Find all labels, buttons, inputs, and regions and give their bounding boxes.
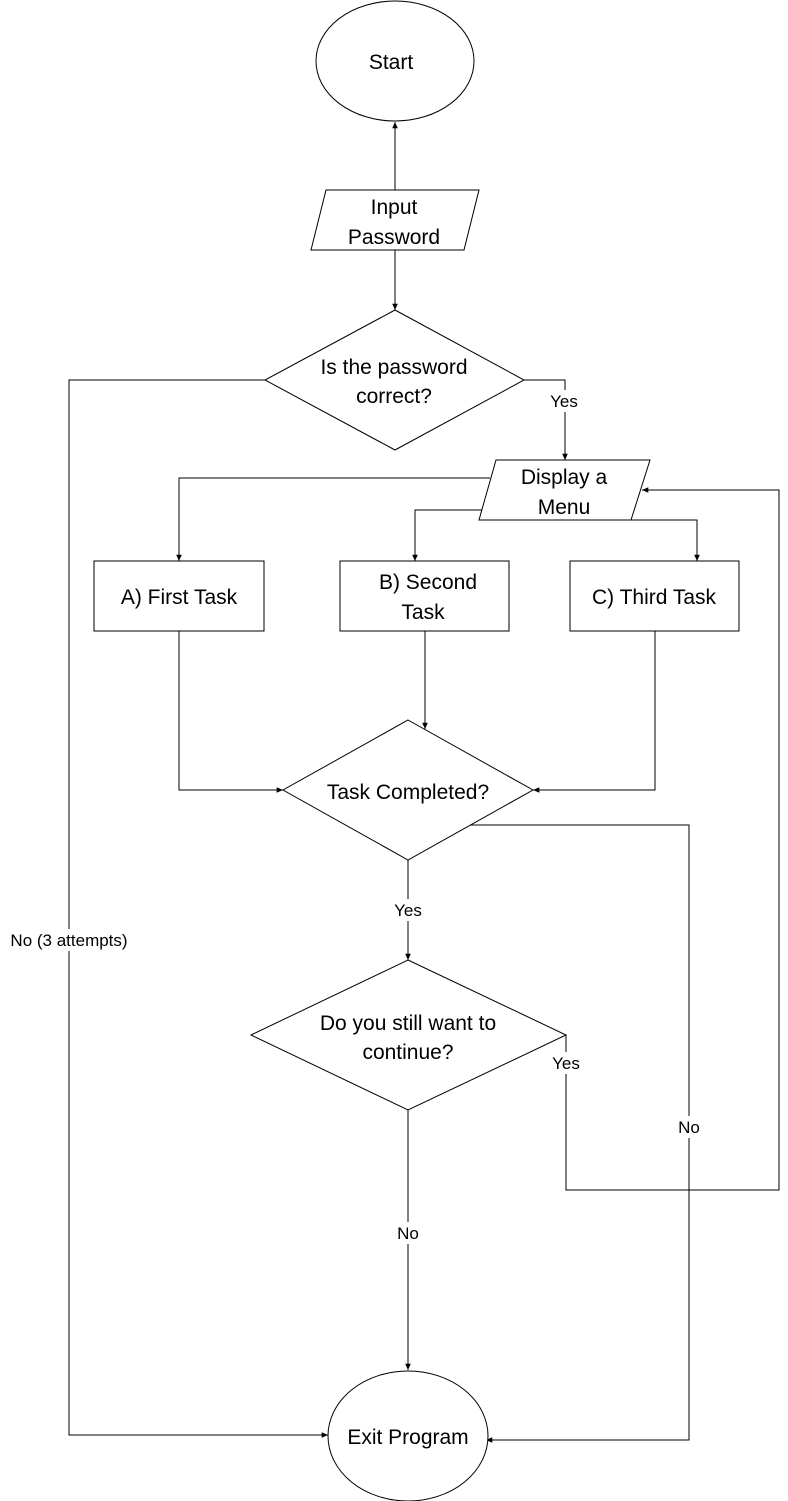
start-label: Start	[369, 51, 414, 74]
edge-completed-no-to-exit	[470, 824, 690, 1443]
task-c-label: C) Third Task	[592, 586, 717, 609]
nodes	[93, 0, 740, 1501]
continue-check-decision	[249, 959, 568, 1111]
display-menu-label-line-2: Menu	[538, 496, 591, 519]
completed-yes-label-bg	[388, 899, 428, 921]
node-texts: Start Input Password Is the password cor…	[121, 51, 717, 1449]
task-b-label-line-1: B) Second	[379, 571, 477, 594]
display-menu-parallelogram	[478, 459, 651, 521]
password-check-label-line-1: Is the password	[320, 356, 467, 379]
password-no-label: No (3 attempts)	[10, 931, 127, 950]
start-terminator	[315, 0, 475, 122]
task-c-process	[569, 560, 740, 632]
task-b-label-line-2: Task	[401, 601, 445, 624]
completed-yes-label: Yes	[394, 901, 422, 920]
task-completed-decision	[281, 719, 535, 861]
edge-task-a-to-completed	[178, 631, 283, 793]
edge-password-yes-to-menu	[524, 379, 568, 460]
input-password-parallelogram	[310, 189, 480, 251]
completed-no-label-bg	[673, 1116, 705, 1138]
input-password-label-line-2: Password	[348, 226, 440, 249]
continue-no-label-bg	[392, 1222, 424, 1244]
display-menu-label-line-1: Display a	[521, 466, 608, 489]
completed-no-label: No	[678, 1118, 700, 1137]
continue-yes-label-bg	[546, 1052, 586, 1074]
exit-label: Exit Program	[347, 1426, 468, 1449]
task-completed-label: Task Completed?	[327, 781, 489, 804]
edge-menu-to-task-a	[176, 477, 490, 561]
password-check-decision	[263, 309, 526, 451]
task-a-label: A) First Task	[121, 586, 238, 609]
continue-check-label-line-1: Do you still want to	[320, 1012, 496, 1035]
edge-menu-to-task-b	[412, 509, 484, 561]
edge-task-c-to-completed	[533, 631, 656, 793]
password-no-label-bg	[0, 929, 140, 951]
password-yes-label-bg	[544, 390, 584, 412]
edge-labels: Yes No (3 attempts) Yes No Yes No	[0, 390, 705, 1244]
continue-no-label: No	[397, 1224, 419, 1243]
edge-menu-to-task-c	[631, 519, 700, 561]
task-a-process	[93, 560, 265, 632]
continue-check-label-line-2: continue?	[362, 1041, 453, 1064]
edge-password-no-to-exit	[68, 379, 328, 1438]
continue-yes-label: Yes	[552, 1054, 580, 1073]
password-yes-label: Yes	[550, 392, 578, 411]
exit-terminator	[327, 1370, 489, 1501]
input-password-label-line-1: Input	[371, 196, 418, 219]
task-b-process	[339, 560, 510, 632]
password-check-label-line-2: correct?	[356, 385, 432, 408]
edge-continue-yes-to-menu	[565, 487, 780, 1191]
